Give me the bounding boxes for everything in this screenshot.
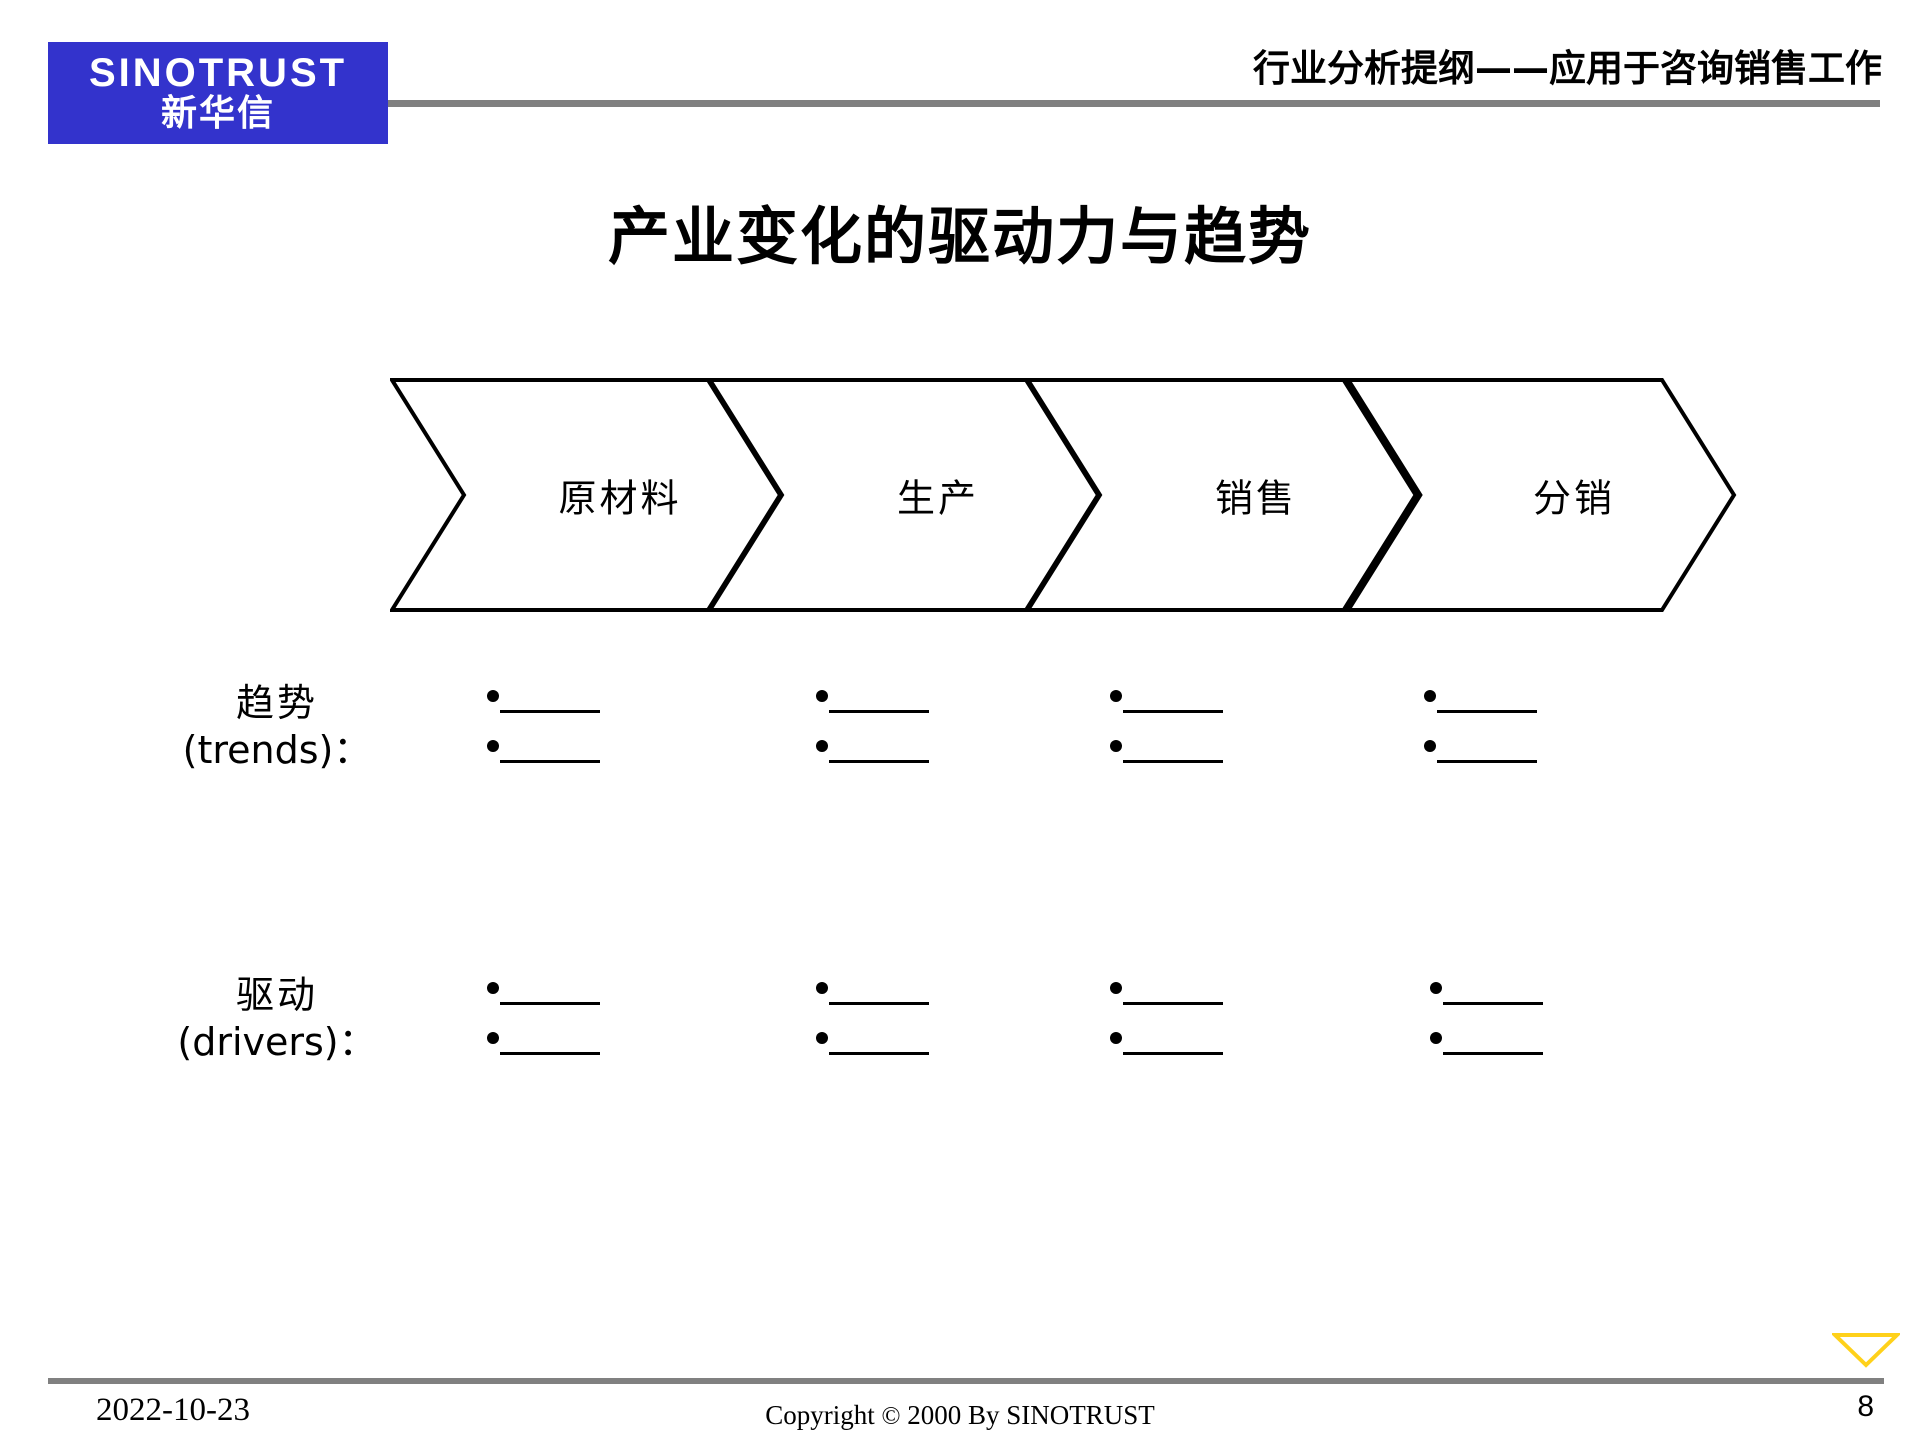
bullet-dot-icon bbox=[1430, 1032, 1442, 1044]
blank-rule bbox=[500, 1026, 600, 1055]
logo-latin-text: SINOTRUST bbox=[88, 51, 348, 96]
bullet-dot-icon bbox=[1424, 690, 1436, 702]
placeholder-line[interactable] bbox=[487, 1026, 600, 1076]
bullet-dot-icon bbox=[1110, 740, 1122, 752]
blank-rule bbox=[1123, 976, 1223, 1005]
chevron-label-3: 销售 bbox=[1214, 476, 1298, 521]
chevron-label-4: 分销 bbox=[1532, 476, 1616, 521]
placeholder-line[interactable] bbox=[816, 734, 929, 784]
footer-copyright-pre: Copyright bbox=[765, 1400, 882, 1430]
bullet-dot-icon bbox=[1110, 982, 1122, 994]
copyright-icon: © bbox=[881, 1403, 901, 1430]
bullet-dot-icon bbox=[1110, 690, 1122, 702]
row-label-trends: 趋势 (trends)： bbox=[183, 680, 372, 774]
bullet-dot-icon bbox=[487, 690, 499, 702]
placeholder-line[interactable] bbox=[816, 684, 929, 734]
row-label-drivers-en: (drivers)： bbox=[177, 1020, 377, 1065]
placeholder-line[interactable] bbox=[1110, 684, 1223, 734]
placeholder-line[interactable] bbox=[1424, 684, 1537, 734]
placeholder-line[interactable] bbox=[1110, 734, 1223, 784]
blank-rule bbox=[1123, 684, 1223, 713]
blank-rule bbox=[1123, 734, 1223, 763]
placeholder-line[interactable] bbox=[487, 976, 600, 1026]
bullet-dot-icon bbox=[816, 690, 828, 702]
placeholder-line[interactable] bbox=[1430, 1026, 1543, 1076]
blank-rule bbox=[1443, 976, 1543, 1005]
placeholder-line[interactable] bbox=[487, 684, 600, 734]
row-label-drivers: 驱动 (drivers)： bbox=[177, 972, 376, 1066]
blank-rule bbox=[829, 976, 929, 1005]
blank-rule bbox=[829, 734, 929, 763]
header-title: 行业分析提纲——应用于咨询销售工作 bbox=[1253, 47, 1882, 90]
placeholder-line[interactable] bbox=[1430, 976, 1543, 1026]
placeholder-line[interactable] bbox=[1110, 1026, 1223, 1076]
blank-rule bbox=[1437, 734, 1537, 763]
bullet-dot-icon bbox=[816, 740, 828, 752]
placeholder-group-drivers-1 bbox=[487, 976, 600, 1076]
page-number: 8 bbox=[1857, 1390, 1874, 1423]
placeholder-group-drivers-4 bbox=[1430, 976, 1543, 1076]
blank-rule bbox=[500, 684, 600, 713]
sinotrust-logo: SINOTRUST 新华信 bbox=[48, 42, 388, 144]
placeholder-line[interactable] bbox=[1110, 976, 1223, 1026]
row-label-trends-cn: 趋势 bbox=[235, 681, 319, 725]
blank-rule bbox=[1437, 684, 1537, 713]
chevron-label-2: 生产 bbox=[896, 476, 980, 521]
blank-rule bbox=[1123, 1026, 1223, 1055]
placeholder-line[interactable] bbox=[1424, 734, 1537, 784]
chevron-label-1: 原材料 bbox=[558, 476, 682, 521]
blank-rule bbox=[500, 976, 600, 1005]
footer-date: 2022-10-23 bbox=[96, 1392, 250, 1428]
placeholder-group-drivers-2 bbox=[816, 976, 929, 1076]
bullet-dot-icon bbox=[1110, 1032, 1122, 1044]
triangle-down-icon[interactable] bbox=[1830, 1332, 1902, 1373]
placeholder-group-trends-3 bbox=[1110, 684, 1223, 784]
footer-divider-rule bbox=[48, 1378, 1884, 1384]
blank-rule bbox=[500, 734, 600, 763]
placeholder-line[interactable] bbox=[816, 1026, 929, 1076]
placeholder-group-trends-4 bbox=[1424, 684, 1537, 784]
placeholder-group-trends-1 bbox=[487, 684, 600, 784]
bullet-dot-icon bbox=[487, 740, 499, 752]
header-divider-rule bbox=[388, 100, 1880, 107]
footer-copyright: Copyright © 2000 By SINOTRUST bbox=[0, 1400, 1920, 1431]
bullet-dot-icon bbox=[1424, 740, 1436, 752]
placeholder-line[interactable] bbox=[816, 976, 929, 1026]
row-label-trends-en: (trends)： bbox=[182, 728, 372, 773]
placeholder-line[interactable] bbox=[487, 734, 600, 784]
bullet-dot-icon bbox=[816, 982, 828, 994]
row-label-drivers-cn: 驱动 bbox=[235, 973, 318, 1017]
placeholder-group-trends-2 bbox=[816, 684, 929, 784]
value-chain-flow: 原材料 生产 销售 分销 bbox=[390, 378, 1740, 613]
blank-rule bbox=[1443, 1026, 1543, 1055]
flow-chevrons-svg bbox=[390, 378, 1737, 613]
bullet-dot-icon bbox=[487, 1032, 499, 1044]
logo-chinese-text: 新华信 bbox=[160, 93, 275, 135]
chevron-4-accent-edge bbox=[1342, 378, 1423, 613]
footer-copyright-post: 2000 By SINOTRUST bbox=[900, 1400, 1155, 1430]
blank-rule bbox=[829, 684, 929, 713]
page-title: 产业变化的驱动力与趋势 bbox=[607, 200, 1312, 273]
blank-rule bbox=[829, 1026, 929, 1055]
bullet-dot-icon bbox=[816, 1032, 828, 1044]
bullet-dot-icon bbox=[487, 982, 499, 994]
placeholder-group-drivers-3 bbox=[1110, 976, 1223, 1076]
bullet-dot-icon bbox=[1430, 982, 1442, 994]
